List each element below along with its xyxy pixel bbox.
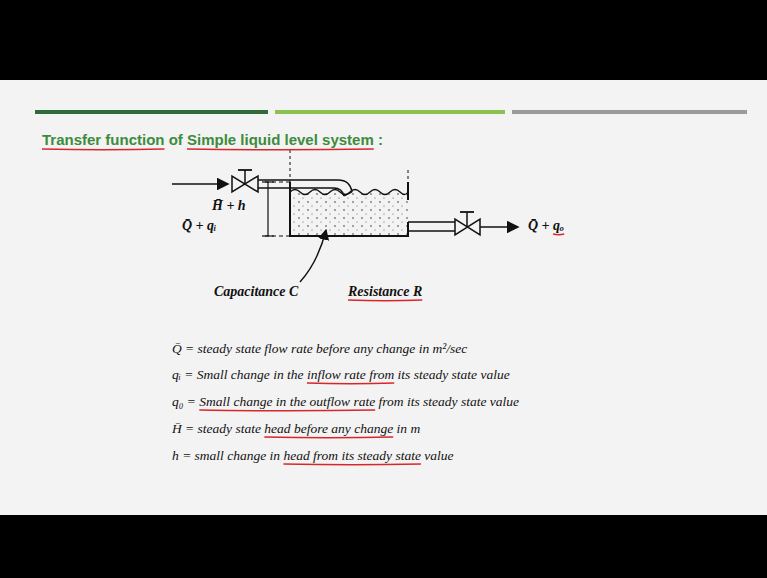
inflow-label: Q̄ + qᵢ bbox=[182, 218, 216, 234]
drawing-stroke bbox=[238, 169, 252, 171]
red-underline bbox=[553, 233, 564, 235]
drawing-stroke bbox=[460, 211, 474, 213]
drawing-stroke bbox=[262, 181, 274, 182]
drawing-stroke bbox=[244, 170, 246, 184]
drawing-stroke bbox=[290, 150, 291, 182]
outlet-pipe bbox=[408, 221, 455, 223]
drawing-stroke bbox=[408, 170, 409, 182]
slide-title: Transfer function of Simple liquid level… bbox=[42, 131, 383, 148]
drawing-stroke bbox=[267, 182, 268, 236]
resistance-label: Resistance R bbox=[348, 284, 422, 300]
capacitance-label: Capacitance C bbox=[214, 284, 298, 300]
head-label: H̄ + h bbox=[212, 198, 246, 214]
red-underline bbox=[42, 148, 165, 150]
leader-line bbox=[300, 230, 326, 282]
definition-text: q₀ = Small change in the outflow rate fr… bbox=[172, 394, 519, 410]
drawing-stroke bbox=[407, 182, 409, 200]
definition-text: H̄ = steady state head before any change… bbox=[172, 421, 420, 437]
outlet-arrow bbox=[480, 226, 518, 228]
header-bar bbox=[35, 110, 268, 114]
outflow-label: Q̄ + qₒ bbox=[528, 218, 564, 234]
inlet-arrow bbox=[172, 183, 228, 185]
drawing-stroke bbox=[466, 212, 468, 227]
header-bar bbox=[275, 110, 505, 114]
drawing-stroke bbox=[408, 230, 455, 232]
red-underline bbox=[348, 299, 422, 301]
definition-text: Q̄ = steady state flow rate before any c… bbox=[172, 341, 467, 357]
tank-wall bbox=[290, 182, 408, 236]
liquid-surface bbox=[290, 190, 408, 195]
drawing-stroke bbox=[262, 235, 274, 236]
definition-text: qᵢ = Small change in the inflow rate fro… bbox=[172, 367, 510, 383]
definition-text: h = small change in head from its steady… bbox=[172, 448, 454, 464]
header-bar bbox=[512, 110, 747, 114]
red-underline bbox=[199, 409, 375, 411]
red-underline bbox=[264, 436, 393, 438]
red-underline bbox=[307, 382, 394, 384]
red-underline bbox=[187, 148, 374, 150]
tank-liquid bbox=[290, 192, 408, 236]
red-underline bbox=[283, 463, 421, 465]
